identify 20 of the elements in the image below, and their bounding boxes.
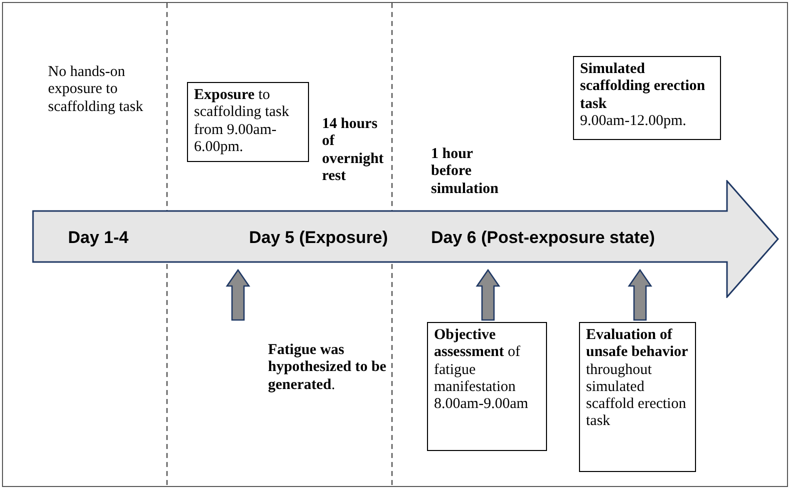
note-text: 14 hours of overnight rest bbox=[322, 116, 385, 185]
note-text: 1 hour before simulation bbox=[431, 146, 500, 198]
block-arrow bbox=[628, 268, 652, 321]
box-text: Exposure to scaffolding task from 9.00am-6.00pm. bbox=[194, 87, 290, 156]
block-arrow bbox=[226, 268, 250, 321]
day-label: Day 6 (Post-exposure state) bbox=[431, 228, 655, 248]
timeline-arrow bbox=[32, 180, 779, 298]
process-box bbox=[427, 322, 547, 451]
block-arrow bbox=[476, 268, 500, 321]
box-text: Evaluation of unsafe behavior throughout simulated scaffold erection task bbox=[586, 327, 689, 430]
note-text: Fatigue was hypothesized to be generated. bbox=[268, 342, 388, 394]
note-text: No hands-on exposure to scaffolding task bbox=[48, 64, 144, 116]
process-box bbox=[573, 56, 721, 140]
box-text: 9.00am-12.00pm. bbox=[580, 112, 688, 130]
process-box bbox=[579, 322, 696, 472]
day-label: Day 5 (Exposure) bbox=[249, 228, 388, 248]
box-heading: Simulated scaffolding erection task bbox=[580, 61, 706, 113]
box-text: Objective assessment of fatigue manifestation 8.00am-9.00am bbox=[434, 327, 530, 414]
day-label: Day 1-4 bbox=[68, 228, 128, 248]
process-box bbox=[187, 82, 309, 162]
